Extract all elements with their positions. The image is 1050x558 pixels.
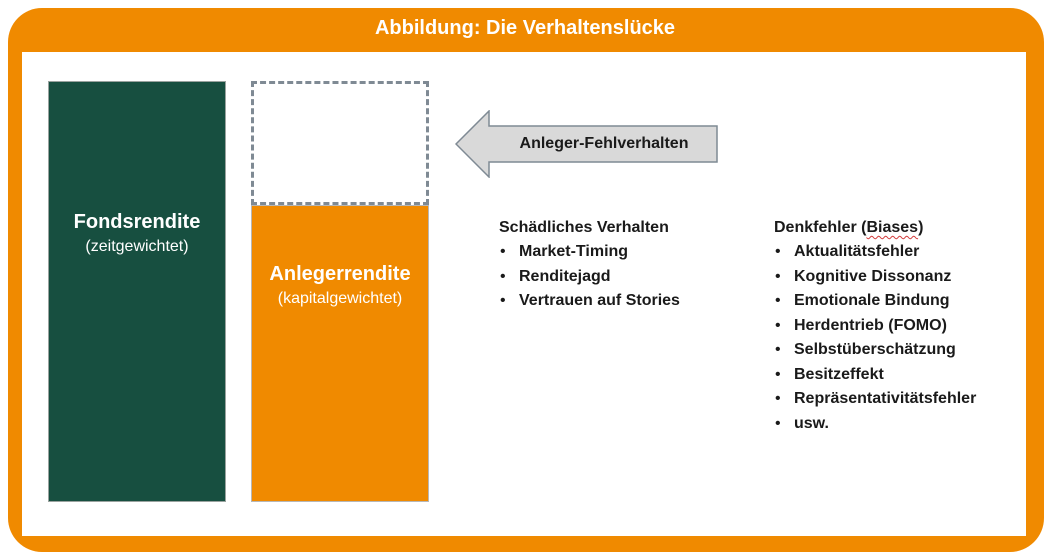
list-item: usw. [774,412,976,437]
fund-return-title: Fondsrendite [73,211,201,233]
arrow-label: Anleger-Fehlverhalten [519,135,689,152]
biases-heading-word: Biases [866,219,919,236]
fund-return-bar: Fondsrendite (zeitgewichtet) [48,81,226,502]
list-item: Renditejagd [499,265,680,290]
list-item: Emotionale Bindung [774,289,976,314]
behavior-gap-dashed-box [251,81,429,205]
investor-return-subtitle: (kapitalgewichtet) [277,290,403,307]
biases-heading-suffix: ) [918,219,924,236]
list-item: Besitzeffekt [774,363,976,388]
harmful-behavior-list: Schädliches Verhalten Market-Timing Rend… [499,216,680,314]
list-item: Aktualitätsfehler [774,240,976,265]
list-item: Repräsentativitätsfehler [774,387,976,412]
figure-title: Abbildung: Die Verhaltenslücke [374,17,676,39]
list-item: Market-Timing [499,240,680,265]
left-arrow-icon [455,110,718,178]
fund-return-subtitle: (zeitgewichtet) [85,238,189,255]
investor-return-title: Anlegerrendite [269,263,411,285]
harmful-behavior-heading: Schädliches Verhalten [499,219,669,236]
list-item: Selbstüberschätzung [774,338,976,363]
list-item: Vertrauen auf Stories [499,289,680,314]
biases-heading-prefix: Denkfehler ( [774,219,867,236]
biases-list: Denkfehler (Biases) Aktualitätsfehler Ko… [774,216,976,436]
investor-return-bar: Anlegerrendite (kapitalgewichtet) [251,205,429,502]
left-arrow-shape [455,110,718,178]
list-item: Kognitive Dissonanz [774,265,976,290]
biases-heading: Denkfehler (Biases) [774,216,976,240]
list-item: Herdentrieb (FOMO) [774,314,976,339]
